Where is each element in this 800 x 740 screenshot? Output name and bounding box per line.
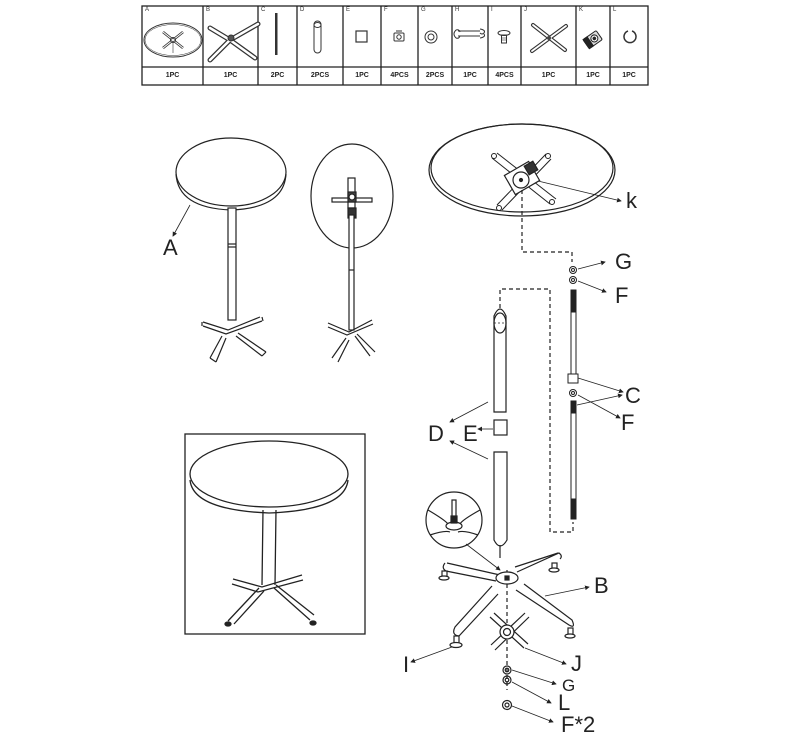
part-letter: C: [261, 7, 266, 13]
callout-tabletop: A: [163, 235, 178, 260]
part-quantity: 4PCS: [390, 72, 409, 79]
bistro-table-framed: [184, 433, 366, 635]
part-letter: L: [613, 7, 617, 13]
part-letter: I: [491, 7, 493, 13]
callout-tube: D: [428, 421, 444, 446]
part-letter: F: [384, 7, 388, 13]
callout-nut-top: F: [615, 283, 629, 308]
part-d-icon: [313, 20, 322, 54]
part-letter: E: [346, 7, 351, 13]
callout-nut-mid: F: [621, 410, 635, 435]
part-g-icon: [424, 30, 438, 44]
part-quantity: 1PC: [586, 72, 600, 79]
alignment-dashed-line: [499, 190, 574, 690]
part-quantity: 1PC: [463, 72, 477, 79]
callout-bottom-nuts: F*2: [561, 712, 596, 737]
callout-tilt-mechanism: k: [626, 188, 637, 213]
part-f-icon: [393, 30, 405, 42]
part-quantity: 1PC: [165, 72, 180, 79]
base-assembly: [410, 552, 590, 663]
part-letter: B: [206, 7, 211, 13]
part-quantity: 2PCS: [425, 72, 445, 79]
part-letter: J: [524, 7, 527, 13]
part-i-icon: [497, 30, 511, 44]
callout-cross-bracket: J: [571, 651, 582, 676]
part-k-icon: [582, 30, 603, 50]
tall-table-tilted: [310, 143, 394, 363]
callout-base: B: [594, 573, 609, 598]
callout-rod: C: [625, 383, 641, 408]
part-e-icon: [355, 30, 368, 43]
callout-washer-top: G: [615, 249, 633, 274]
part-a-icon: [143, 22, 203, 58]
threaded-rods: [567, 260, 624, 520]
part-h-icon: [453, 28, 485, 39]
part-quantity: 1PC: [223, 72, 238, 79]
part-quantity: 1PC: [541, 72, 556, 79]
part-quantity: 1PC: [622, 72, 636, 79]
part-c-icon: [275, 13, 278, 55]
part-quantity: 2PC: [270, 72, 285, 79]
tubes-and-connector: [449, 308, 508, 558]
part-l-icon: [623, 30, 637, 44]
callout-leveling-foot: I: [403, 652, 410, 677]
part-j-icon: [530, 23, 568, 53]
part-letter: K: [579, 7, 584, 13]
part-letter: D: [300, 7, 305, 13]
part-b-icon: [207, 21, 261, 63]
callout-bottom-washer: G: [562, 676, 576, 695]
detail-callout: [425, 491, 501, 571]
tabletop-underside: [428, 123, 622, 217]
tall-table-assembled: [172, 137, 287, 363]
part-letter: G: [421, 7, 426, 13]
callout-connector: E: [463, 421, 478, 446]
bottom-fasteners: [489, 612, 567, 723]
part-letter: A: [145, 7, 150, 13]
part-quantity: 4PCS: [495, 72, 514, 79]
callout-spring-washer: L: [558, 690, 571, 715]
part-letter: H: [455, 7, 460, 13]
part-quantity: 2PCS: [310, 72, 330, 79]
part-quantity: 1PC: [355, 72, 369, 79]
